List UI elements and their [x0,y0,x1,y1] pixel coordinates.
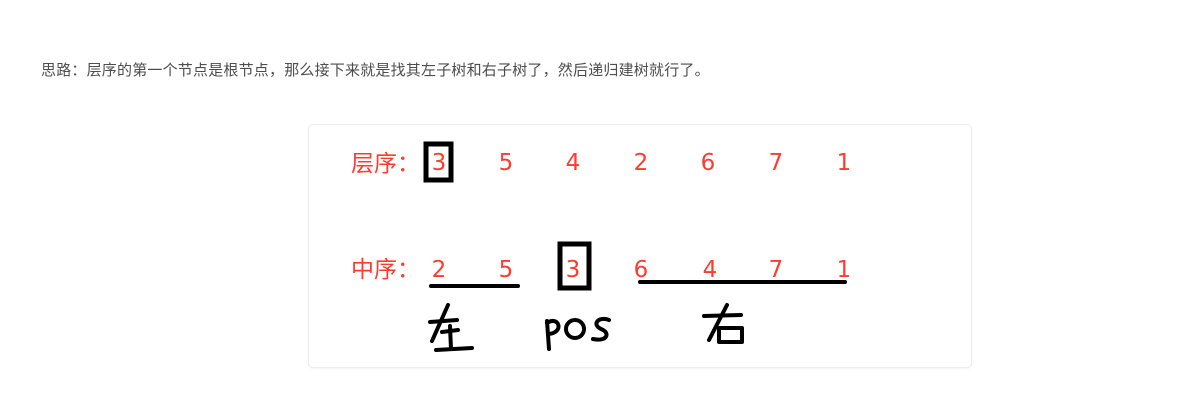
level-order-value-2: 4 [566,150,581,176]
level-order-value-5: 7 [769,150,784,176]
level-order-value-6: 1 [837,150,852,176]
intro-text: 思路：层序的第一个节点是根节点，那么接下来就是找其左子树和右子树了，然后递归建树… [41,61,710,79]
level-order-value-0: 3 [432,150,447,176]
in-order-value-5: 7 [769,257,784,283]
in-order-value-6: 1 [837,257,852,283]
level-order-label: 层序： [351,151,420,177]
in-order-value-1: 5 [499,257,514,283]
handwritten-right-annotation [702,303,744,344]
in-order-value-0: 2 [432,257,447,283]
handwritten-pos-annotation [545,317,611,351]
in-order-value-2: 3 [566,257,581,283]
in-order-label: 中序： [351,257,420,283]
level-order-value-3: 2 [634,150,649,176]
level-order-value-4: 6 [701,150,716,176]
level-order-root-box [423,141,454,183]
in-order-pos-box [557,241,592,291]
in-order-value-4: 4 [703,257,718,283]
diagram-figure: 层序： 3 5 4 2 6 7 1 中序： 2 5 3 6 4 7 1 [309,125,971,367]
handwritten-left-annotation [428,303,474,352]
in-order-value-3: 6 [634,257,649,283]
traversal-diagram: 层序： 3 5 4 2 6 7 1 中序： 2 5 3 6 4 7 1 [351,141,852,352]
level-order-value-1: 5 [499,150,514,176]
